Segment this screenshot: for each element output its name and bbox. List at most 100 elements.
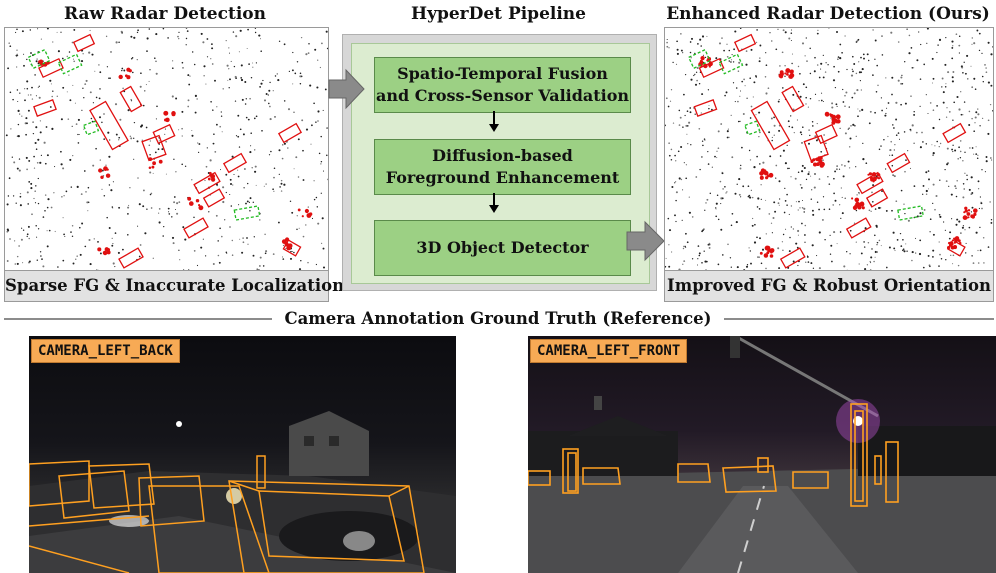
radar-point bbox=[26, 191, 29, 194]
radar-point bbox=[858, 263, 860, 265]
radar-point bbox=[121, 67, 124, 70]
predicted-box bbox=[193, 171, 221, 195]
radar-point bbox=[280, 182, 283, 185]
radar-point bbox=[188, 83, 191, 86]
foreground-point bbox=[859, 202, 865, 207]
radar-point bbox=[671, 251, 673, 253]
radar-point bbox=[86, 201, 89, 204]
radar-point bbox=[788, 167, 790, 170]
radar-point bbox=[749, 77, 751, 79]
radar-point bbox=[749, 159, 752, 161]
radar-point bbox=[939, 253, 941, 256]
radar-point bbox=[925, 189, 928, 193]
radar-point bbox=[259, 256, 262, 259]
radar-point bbox=[840, 187, 842, 189]
enhanced-radar-caption: Improved FG & Robust Orientation bbox=[664, 270, 994, 302]
radar-point bbox=[939, 142, 942, 145]
radar-point bbox=[229, 178, 232, 181]
radar-point bbox=[280, 179, 283, 182]
radar-point bbox=[682, 247, 685, 250]
radar-point bbox=[736, 266, 739, 269]
radar-point bbox=[904, 212, 906, 215]
radar-point bbox=[807, 106, 810, 108]
foreground-point bbox=[308, 212, 313, 216]
radar-point bbox=[176, 202, 179, 205]
radar-point bbox=[719, 180, 722, 183]
radar-point bbox=[831, 102, 834, 105]
radar-point bbox=[74, 102, 76, 104]
radar-point bbox=[250, 132, 252, 134]
radar-point bbox=[282, 244, 285, 247]
radar-point bbox=[854, 125, 856, 127]
radar-point bbox=[92, 164, 95, 167]
radar-point bbox=[49, 106, 52, 108]
radar-point bbox=[260, 82, 263, 85]
radar-point bbox=[863, 246, 866, 248]
radar-point bbox=[694, 83, 698, 86]
radar-point bbox=[227, 79, 229, 81]
radar-point bbox=[958, 220, 961, 223]
radar-point bbox=[804, 55, 806, 57]
foreground-point bbox=[759, 175, 764, 180]
radar-point bbox=[83, 97, 85, 99]
radar-point bbox=[82, 53, 84, 55]
radar-point bbox=[773, 124, 776, 127]
radar-point bbox=[727, 128, 729, 130]
radar-point bbox=[992, 109, 993, 112]
radar-point bbox=[31, 213, 33, 216]
radar-point bbox=[758, 136, 760, 138]
radar-point bbox=[775, 177, 777, 179]
stage3-label: 3D Object Detector bbox=[416, 238, 589, 257]
radar-point bbox=[171, 95, 174, 98]
radar-point bbox=[235, 135, 238, 137]
radar-point bbox=[272, 90, 274, 92]
radar-point bbox=[750, 48, 753, 51]
radar-point bbox=[48, 229, 51, 232]
foreground-point bbox=[967, 216, 970, 219]
radar-point bbox=[708, 104, 710, 107]
radar-point bbox=[322, 266, 326, 269]
radar-point bbox=[228, 68, 230, 70]
radar-point bbox=[173, 201, 176, 204]
radar-point bbox=[926, 42, 928, 44]
radar-point bbox=[139, 244, 142, 246]
radar-point bbox=[235, 35, 238, 38]
radar-point bbox=[702, 54, 704, 56]
radar-point bbox=[203, 75, 205, 77]
radar-point bbox=[98, 116, 102, 119]
radar-point bbox=[965, 242, 967, 244]
radar-point bbox=[901, 74, 903, 77]
radar-point bbox=[698, 254, 701, 257]
radar-point bbox=[844, 35, 846, 37]
radar-point bbox=[219, 125, 222, 128]
radar-point bbox=[948, 237, 951, 240]
radar-point bbox=[977, 113, 980, 116]
radar-point bbox=[240, 64, 243, 67]
radar-point bbox=[141, 139, 143, 141]
radar-point bbox=[966, 174, 968, 177]
radar-point bbox=[865, 162, 868, 165]
radar-point bbox=[215, 123, 218, 126]
radar-point bbox=[979, 249, 982, 252]
radar-point bbox=[21, 115, 23, 117]
radar-point bbox=[964, 72, 967, 75]
radar-point bbox=[253, 117, 256, 120]
radar-point bbox=[721, 37, 723, 39]
radar-point bbox=[212, 142, 215, 145]
radar-point bbox=[707, 163, 710, 165]
radar-point bbox=[19, 192, 22, 195]
radar-point bbox=[975, 153, 978, 155]
radar-point bbox=[902, 248, 905, 250]
foreground-point bbox=[954, 236, 960, 241]
radar-point bbox=[150, 207, 153, 209]
radar-point bbox=[987, 41, 990, 44]
radar-point bbox=[200, 32, 203, 35]
radar-point bbox=[928, 188, 930, 190]
radar-point bbox=[787, 167, 789, 170]
radar-point bbox=[88, 51, 91, 54]
radar-point bbox=[296, 215, 298, 217]
radar-point bbox=[927, 112, 929, 115]
radar-point bbox=[914, 237, 917, 239]
radar-point bbox=[248, 63, 250, 65]
radar-point bbox=[191, 51, 194, 53]
